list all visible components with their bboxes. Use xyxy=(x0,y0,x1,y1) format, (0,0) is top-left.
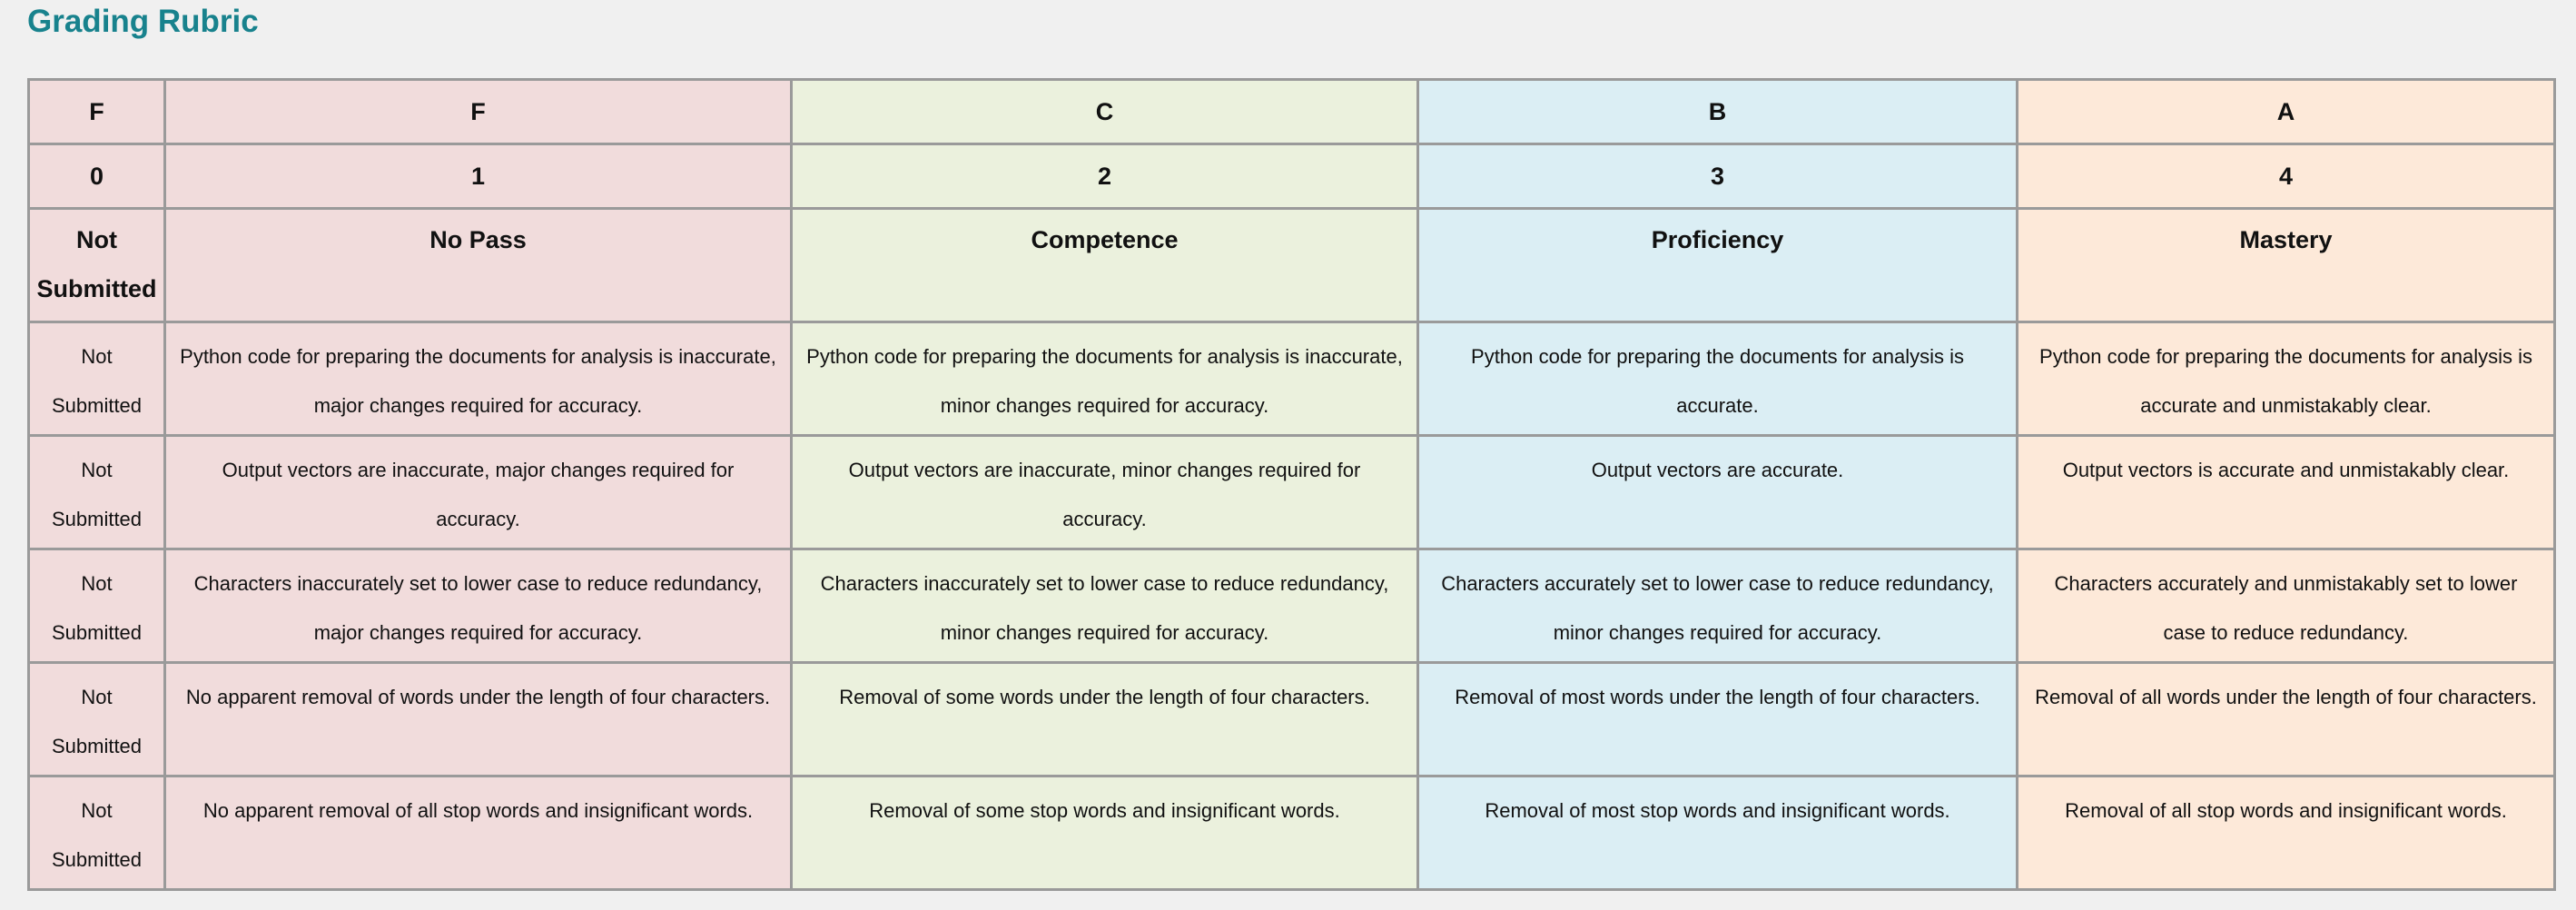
level-name-cell: Mastery xyxy=(2016,207,2556,323)
criterion-cell: Removal of most stop words and insignifi… xyxy=(1416,775,2018,891)
criterion-cell: Not Submitted xyxy=(27,548,166,664)
criterion-cell: Python code for preparing the documents … xyxy=(1416,321,2018,437)
score-row: 0 1 2 3 4 xyxy=(27,143,2556,210)
criterion-cell: Output vectors are inaccurate, minor cha… xyxy=(790,434,1419,550)
criterion-cell: Python code for preparing the documents … xyxy=(790,321,1419,437)
criterion-row: Not Submitted Output vectors are inaccur… xyxy=(27,434,2556,550)
criterion-cell: Not Submitted xyxy=(27,434,166,550)
criterion-cell: Output vectors are accurate. xyxy=(1416,434,2018,550)
criterion-row: Not Submitted Python code for preparing … xyxy=(27,321,2556,437)
level-name-cell: Proficiency xyxy=(1416,207,2018,323)
criterion-cell: Not Submitted xyxy=(27,321,166,437)
criterion-cell: Characters accurately set to lower case … xyxy=(1416,548,2018,664)
criterion-cell: Removal of some words under the length o… xyxy=(790,661,1419,777)
criterion-cell: Removal of some stop words and insignifi… xyxy=(790,775,1419,891)
criterion-cell: Python code for preparing the documents … xyxy=(2016,321,2556,437)
level-name-cell: No Pass xyxy=(163,207,793,323)
grade-letter-cell: A xyxy=(2016,78,2556,145)
rubric-table: F F C B A 0 1 2 3 4 Not Submitted No Pas… xyxy=(27,78,2556,891)
criterion-cell: Python code for preparing the documents … xyxy=(163,321,793,437)
criterion-cell: Output vectors is accurate and unmistaka… xyxy=(2016,434,2556,550)
criterion-cell: No apparent removal of words under the l… xyxy=(163,661,793,777)
criterion-row: Not Submitted No apparent removal of all… xyxy=(27,775,2556,891)
grade-letter-cell: F xyxy=(163,78,793,145)
score-cell: 1 xyxy=(163,143,793,210)
score-cell: 3 xyxy=(1416,143,2018,210)
grade-letter-cell: F xyxy=(27,78,166,145)
criterion-cell: Characters inaccurately set to lower cas… xyxy=(790,548,1419,664)
criterion-cell: Characters accurately and unmistakably s… xyxy=(2016,548,2556,664)
criterion-row: Not Submitted Characters inaccurately se… xyxy=(27,548,2556,664)
level-name-cell: Competence xyxy=(790,207,1419,323)
score-cell: 0 xyxy=(27,143,166,210)
score-cell: 2 xyxy=(790,143,1419,210)
criterion-cell: Removal of all words under the length of… xyxy=(2016,661,2556,777)
score-cell: 4 xyxy=(2016,143,2556,210)
criterion-cell: Removal of all stop words and insignific… xyxy=(2016,775,2556,891)
grade-letter-row: F F C B A xyxy=(27,78,2556,145)
criterion-cell: Not Submitted xyxy=(27,775,166,891)
criterion-cell: Not Submitted xyxy=(27,661,166,777)
level-name-cell: Not Submitted xyxy=(27,207,166,323)
page-title: Grading Rubric xyxy=(27,4,259,39)
level-name-row: Not Submitted No Pass Competence Profici… xyxy=(27,207,2556,323)
criterion-cell: Removal of most words under the length o… xyxy=(1416,661,2018,777)
grade-letter-cell: C xyxy=(790,78,1419,145)
criterion-cell: No apparent removal of all stop words an… xyxy=(163,775,793,891)
criterion-cell: Characters inaccurately set to lower cas… xyxy=(163,548,793,664)
criterion-cell: Output vectors are inaccurate, major cha… xyxy=(163,434,793,550)
criterion-row: Not Submitted No apparent removal of wor… xyxy=(27,661,2556,777)
grade-letter-cell: B xyxy=(1416,78,2018,145)
